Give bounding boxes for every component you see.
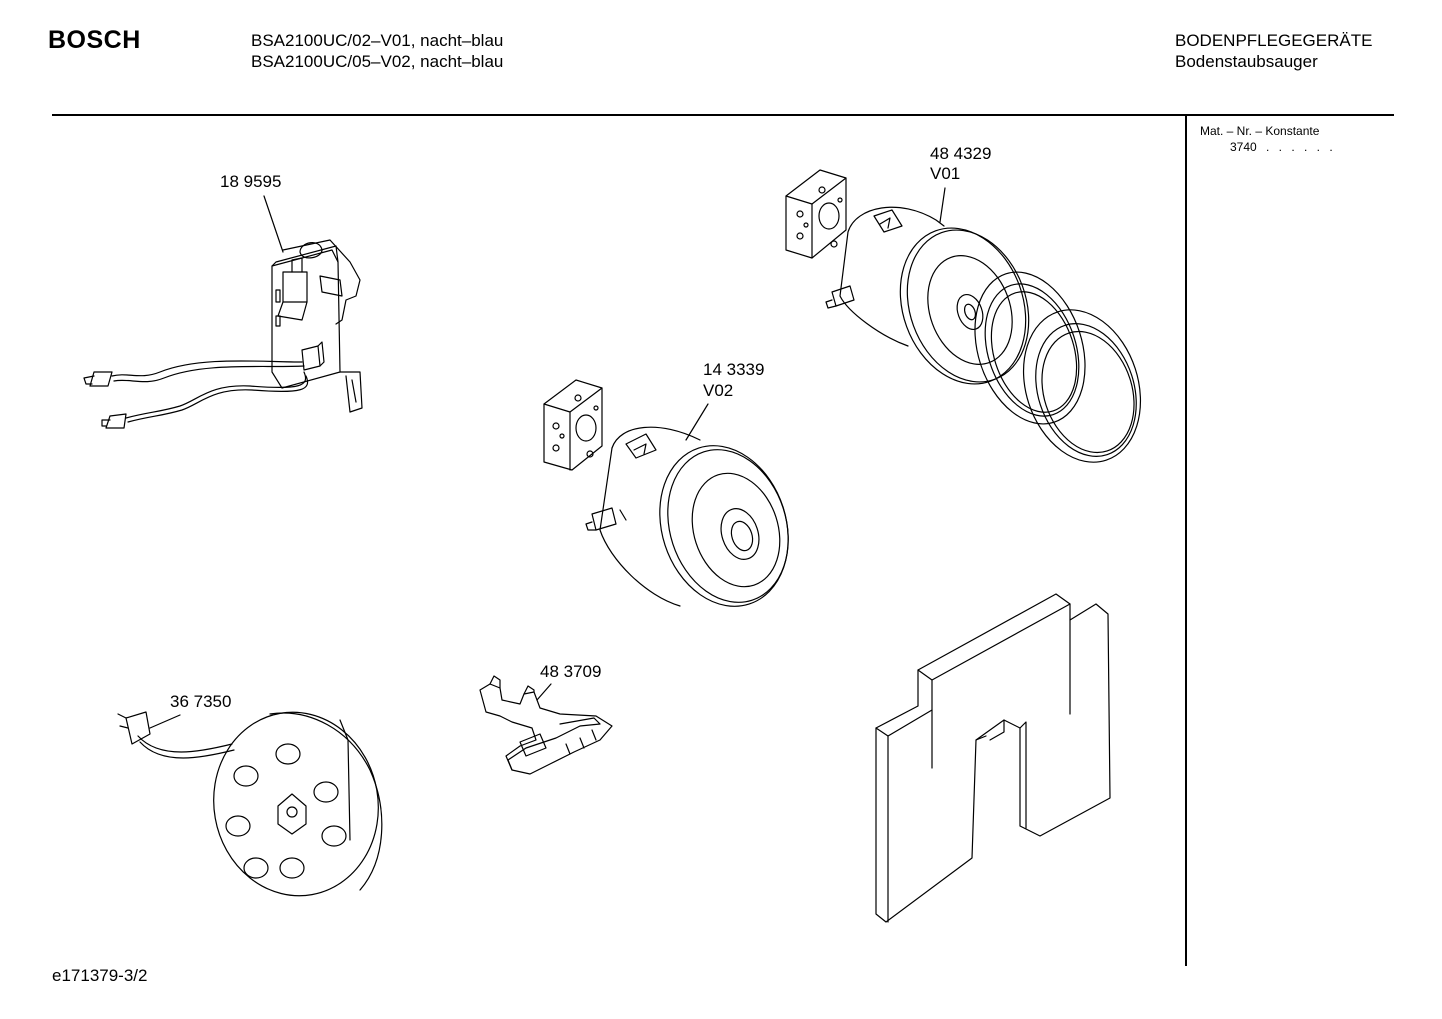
material-number-dots: . . . . . . bbox=[1266, 140, 1336, 154]
model-line-1: BSA2100UC/02–V01, nacht–blau bbox=[251, 31, 504, 50]
side-panel-divider bbox=[1185, 116, 1187, 966]
subcategory-title: Bodenstaubsauger bbox=[1175, 52, 1318, 71]
part-variant-v01: V01 bbox=[930, 164, 961, 183]
leader-lines bbox=[150, 188, 945, 728]
material-number-label: Mat. – Nr. – Konstante bbox=[1200, 124, 1320, 138]
part-number-483709[interactable]: 48 3709 bbox=[540, 662, 602, 681]
insulating-plate-drawing[interactable] bbox=[876, 594, 1110, 922]
holder-clip-drawing[interactable] bbox=[480, 676, 612, 774]
motor-v02-drawing[interactable] bbox=[544, 380, 808, 623]
motor-v01-drawing[interactable] bbox=[786, 170, 1159, 477]
part-variant-v02: V02 bbox=[703, 381, 734, 400]
part-number-367350[interactable]: 36 7350 bbox=[170, 692, 232, 711]
category-title: BODENPFLEGEGERÄTE bbox=[1175, 31, 1373, 50]
drawing-id: e171379-3/2 bbox=[52, 966, 148, 985]
part-number-484329[interactable]: 48 4329 bbox=[930, 144, 992, 163]
cable-reel-drawing[interactable] bbox=[118, 699, 393, 909]
material-number-value: 3740 bbox=[1230, 140, 1257, 154]
part-number-143339[interactable]: 14 3339 bbox=[703, 360, 765, 379]
header-divider bbox=[52, 114, 1394, 116]
brand-logo: BOSCH bbox=[48, 26, 141, 54]
part-number-189595[interactable]: 18 9595 bbox=[220, 172, 282, 191]
model-line-2: BSA2100UC/05–V02, nacht–blau bbox=[251, 52, 504, 71]
switch-board-drawing[interactable] bbox=[84, 240, 362, 428]
